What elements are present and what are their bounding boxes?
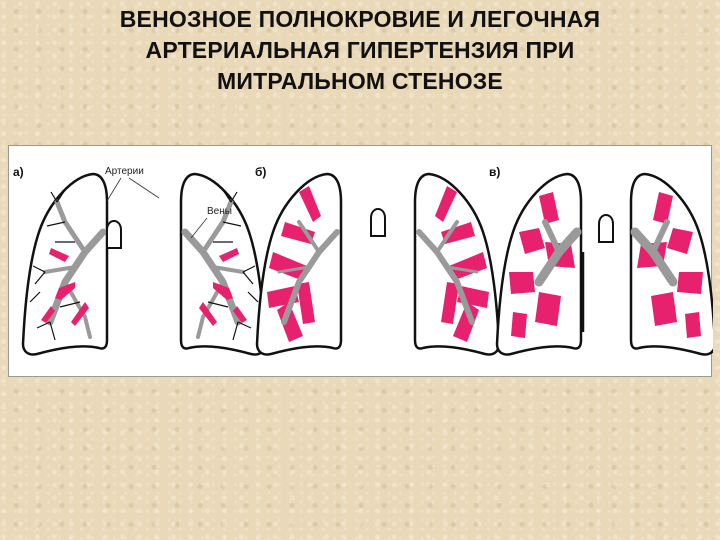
lungs-venous-congestion	[255, 172, 501, 356]
panel-label-a: а)	[13, 165, 24, 179]
right-lung-c	[629, 172, 713, 356]
lungs-normal: Артерии Вены	[21, 166, 267, 356]
right-lung-b	[413, 172, 501, 356]
panel-label-c: в)	[489, 165, 500, 179]
lung-diagram: а) б) в)	[13, 165, 713, 356]
trachea-b	[370, 208, 386, 237]
label-veins: Вены	[207, 206, 232, 217]
title-line-1: ВЕНОЗНОЕ ПОЛНОКРОВИЕ И ЛЕГОЧНАЯ	[119, 6, 601, 32]
slide-title: ВЕНОЗНОЕ ПОЛНОКРОВИЕ И ЛЕГОЧНАЯ АРТЕРИАЛ…	[0, 4, 720, 97]
arteries-leader-line-2	[128, 177, 160, 199]
lung-illustration-panel: а) б) в)	[8, 145, 713, 377]
lungs-arterial-hypertension	[495, 172, 713, 356]
label-arteries: Артерии	[105, 166, 144, 177]
arteries-leader-line-1	[106, 177, 122, 202]
title-line-3: МИТРАЛЬНОМ СТЕНОЗЕ	[217, 68, 503, 94]
left-lung-b	[255, 172, 343, 356]
panel-label-b: б)	[255, 165, 266, 179]
title-line-2: АРТЕРИАЛЬНАЯ ГИПЕРТЕНЗИЯ ПРИ	[145, 37, 575, 63]
trachea-a	[106, 220, 122, 249]
right-lung-a	[179, 172, 267, 356]
trachea-c	[598, 214, 614, 243]
left-lung-a	[21, 172, 109, 356]
veins-leader-line	[190, 217, 208, 239]
left-lung-c	[495, 172, 585, 356]
